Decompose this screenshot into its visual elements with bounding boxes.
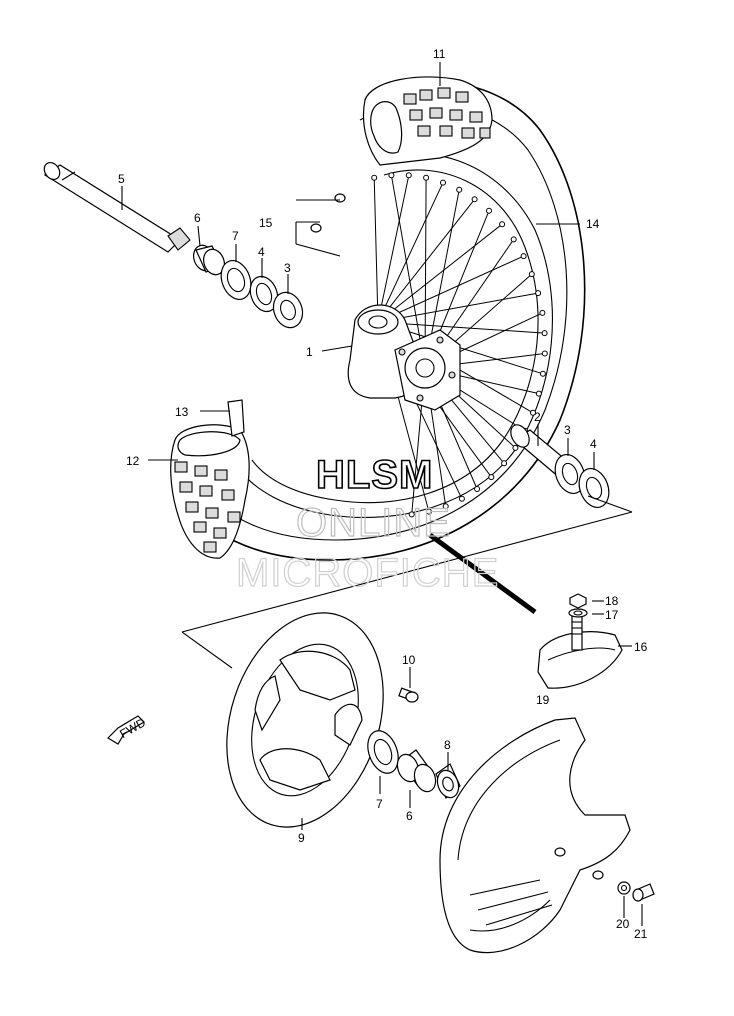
spoke-nipple bbox=[528, 271, 535, 278]
callout-17: 17 bbox=[605, 608, 619, 622]
spoke-nipple bbox=[501, 460, 508, 467]
spoke-nipple bbox=[440, 179, 446, 186]
spoke-nipple bbox=[456, 186, 463, 193]
callout-9: 9 bbox=[298, 831, 305, 845]
spoke-nipple bbox=[539, 309, 546, 316]
spoke bbox=[377, 223, 503, 323]
front-axle bbox=[43, 162, 191, 253]
spoke bbox=[373, 177, 379, 323]
spoke-nipple bbox=[541, 350, 548, 357]
callout-2: 2 bbox=[534, 410, 541, 424]
callout-labels: 11 5 6 7 4 3 15 14 1 13 12 2 3 4 18 17 1… bbox=[118, 47, 648, 941]
nut-18 bbox=[569, 593, 587, 609]
spoke-nipple bbox=[442, 503, 449, 510]
right-bearing-4 bbox=[578, 468, 610, 508]
rim-band-13 bbox=[227, 399, 245, 437]
spoke-nipple bbox=[539, 370, 546, 377]
spoke-nipple bbox=[488, 474, 495, 481]
callout-19: 19 bbox=[536, 693, 550, 707]
left-bearing-3 bbox=[272, 291, 304, 329]
front-tire bbox=[170, 76, 586, 561]
spoke bbox=[377, 182, 444, 323]
spoke bbox=[390, 175, 426, 369]
callout-16: 16 bbox=[634, 640, 648, 654]
callout-6-lower: 6 bbox=[406, 809, 413, 823]
spoke-nipple bbox=[510, 236, 517, 243]
lower-spacer-6 bbox=[396, 749, 437, 793]
washer-20 bbox=[617, 881, 631, 895]
spoke-nipple bbox=[471, 196, 478, 203]
spoke-nipple bbox=[486, 207, 492, 214]
disc-cover bbox=[439, 717, 631, 954]
watermark-line-2: ONLINE bbox=[296, 501, 451, 545]
spoke-nipple bbox=[408, 511, 415, 518]
spoke-nipple bbox=[371, 174, 378, 181]
callout-5: 5 bbox=[118, 172, 125, 186]
lower-bearing-8 bbox=[435, 763, 461, 799]
fwd-badge-text: FWD bbox=[117, 715, 148, 741]
brake-disc bbox=[226, 612, 384, 828]
callout-11: 11 bbox=[433, 47, 446, 61]
left-spacer-6 bbox=[193, 244, 225, 276]
callout-7-upper: 7 bbox=[232, 229, 239, 243]
guide-lines bbox=[181, 495, 633, 669]
callout-8: 8 bbox=[444, 738, 451, 752]
spoke bbox=[377, 255, 524, 323]
callout-1: 1 bbox=[306, 345, 313, 359]
callout-7-lower: 7 bbox=[376, 797, 383, 811]
callout-15: 15 bbox=[259, 216, 273, 230]
spoke-nipple bbox=[530, 409, 536, 416]
left-bearing-4 bbox=[249, 275, 279, 313]
watermark: HLSM ONLINE MICROFICHE bbox=[235, 452, 499, 595]
rim-lock-16 bbox=[537, 615, 623, 689]
lower-seal-7 bbox=[367, 730, 399, 774]
leader-lines bbox=[121, 62, 643, 926]
callout-14: 14 bbox=[586, 217, 600, 231]
spoke-nipple bbox=[535, 290, 542, 297]
callout-20: 20 bbox=[616, 917, 630, 931]
spoke-nipple bbox=[458, 495, 465, 502]
callout-6-upper: 6 bbox=[194, 211, 201, 225]
callout-4-upper: 4 bbox=[258, 245, 265, 259]
callout-21: 21 bbox=[634, 927, 648, 941]
callout-3-upper: 3 bbox=[284, 261, 291, 275]
callout-10: 10 bbox=[402, 653, 416, 667]
spoke-nipple bbox=[535, 390, 542, 397]
spoke bbox=[377, 175, 410, 323]
watermark-line-1: HLSM bbox=[316, 453, 433, 497]
spoke-nipple bbox=[425, 508, 432, 515]
callout-13: 13 bbox=[175, 405, 189, 419]
spoke bbox=[377, 198, 475, 323]
spoke-nipple bbox=[405, 172, 412, 179]
bolt-21 bbox=[632, 883, 655, 902]
spoke-nipple bbox=[388, 172, 395, 179]
spoke-nipple bbox=[499, 221, 506, 228]
left-seal-7 bbox=[220, 260, 252, 300]
forward-direction-badge: FWD bbox=[107, 715, 148, 745]
right-bearing-3 bbox=[554, 454, 586, 494]
callout-3-right: 3 bbox=[564, 423, 571, 437]
leader-bar bbox=[428, 532, 537, 615]
spoke-nipple bbox=[541, 330, 548, 337]
tire-top-section bbox=[362, 76, 493, 166]
spoke-nipple bbox=[423, 174, 430, 181]
callout-12: 12 bbox=[126, 454, 140, 468]
disc-bolt-10 bbox=[398, 687, 419, 703]
washer-17 bbox=[568, 608, 588, 618]
tire-bottom-section bbox=[170, 424, 250, 559]
spoke bbox=[377, 292, 539, 323]
wheel-hub bbox=[347, 304, 461, 411]
watermark-line-3: MICROFICHE bbox=[236, 551, 499, 595]
callout-18: 18 bbox=[605, 594, 619, 608]
callout-4-right: 4 bbox=[590, 437, 597, 451]
spoke-nipple bbox=[512, 444, 519, 451]
spoke-nipple bbox=[474, 486, 481, 492]
spoke-nipple bbox=[520, 253, 527, 260]
